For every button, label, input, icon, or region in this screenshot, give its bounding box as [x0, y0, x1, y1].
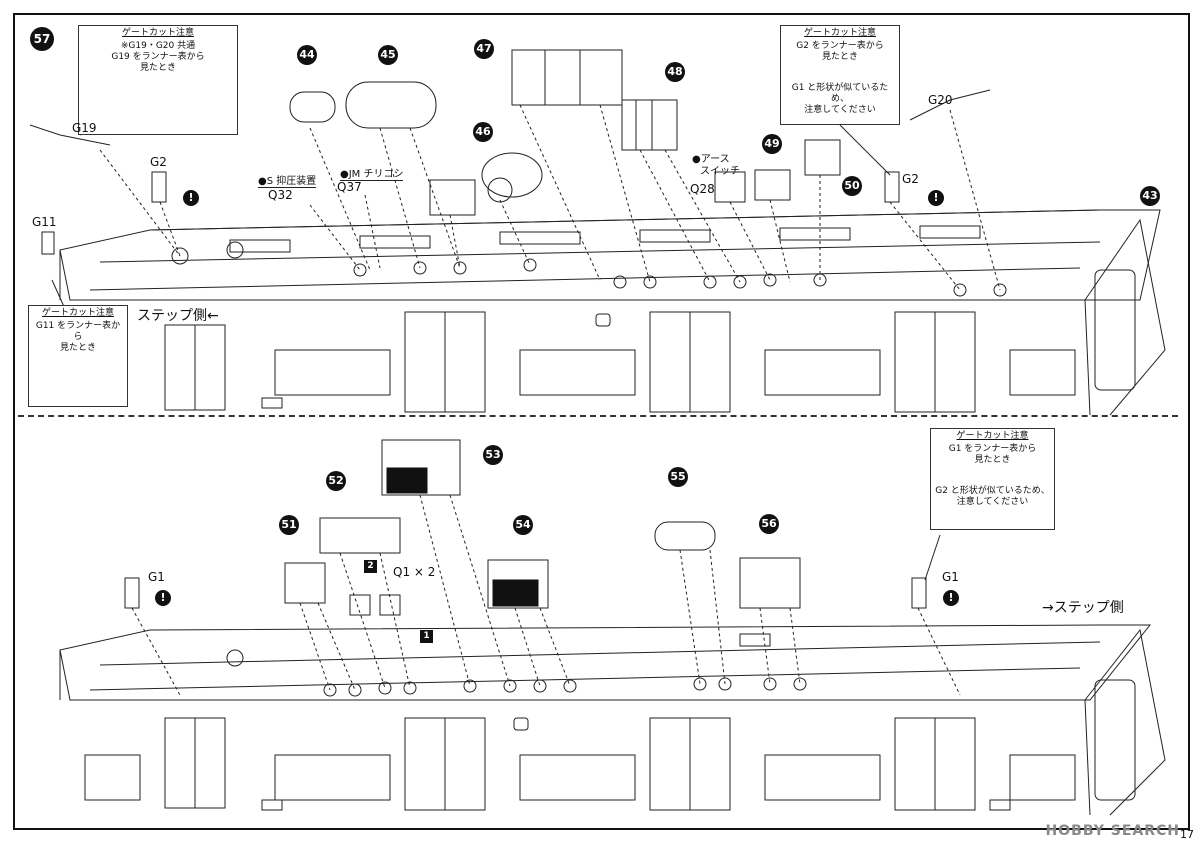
- gate-cut-callout-g2: ゲートカット注意 G2 をランナー表から 見たとき G1 と形状が似ているため、…: [780, 25, 900, 125]
- gate-cut-callout-g19: ゲートカット注意 ※G19・G20 共通 G19 をランナー表から 見たとき: [78, 25, 238, 135]
- part-number-56: 56: [759, 514, 779, 534]
- caution-icon: !: [943, 590, 959, 606]
- callout-title: ゲートカット注意: [956, 431, 1029, 441]
- callout-line: 注意してください: [956, 497, 1029, 507]
- step-number-badge: 57: [30, 27, 54, 51]
- label-g1-right: G1: [942, 570, 959, 584]
- callout-line: G2 をランナー表から: [796, 41, 884, 51]
- gate-cut-callout-g1: ゲートカット注意 G1 をランナー表から 見たとき G2 と形状が似ているため、…: [930, 428, 1055, 530]
- label-g2-left: G2: [150, 155, 167, 169]
- callout-title: ゲートカット注意: [41, 308, 114, 318]
- roof-fittings: [171, 225, 1007, 297]
- section-divider: [18, 415, 1178, 417]
- top-guide-lines: [99, 104, 1001, 291]
- label-q28: Q28: [690, 182, 715, 196]
- step-marker-1: 1: [420, 630, 433, 643]
- part-number-51: 51: [279, 515, 299, 535]
- bottom-guide-lines: [131, 494, 961, 696]
- caution-icon: !: [183, 190, 199, 206]
- callout-line: G1 をランナー表から: [948, 444, 1037, 454]
- label-g2-right: G2: [902, 172, 919, 186]
- part-number-49: 49: [762, 134, 782, 154]
- callout-line: 注意してください: [804, 105, 876, 115]
- bottom-side-windows: [84, 679, 1136, 811]
- part-number-46: 46: [473, 122, 493, 142]
- label-q1: Q1 × 2: [393, 565, 436, 579]
- label-g20: G20: [928, 93, 953, 107]
- part-number-55: 55: [668, 467, 688, 487]
- step-side-label-top: ステップ側←: [137, 308, 219, 324]
- top-components: [29, 49, 991, 255]
- top-car-body: [59, 209, 1166, 416]
- callout-line: ※G19・G20 共通: [120, 41, 196, 51]
- part-number-45: 45: [378, 45, 398, 65]
- step-marker-2: 2: [364, 560, 377, 573]
- part-number-54: 54: [513, 515, 533, 535]
- label-g1-left: G1: [148, 570, 165, 584]
- bottom-car-body: [59, 624, 1166, 816]
- page-number: 17: [1180, 828, 1194, 841]
- part-number-47: 47: [474, 39, 494, 59]
- part-number-44: 44: [297, 45, 317, 65]
- callout-line: 見たとき: [59, 343, 96, 353]
- caution-icon: !: [155, 590, 171, 606]
- label-g19: G19: [72, 121, 97, 135]
- sublabel-jm: ●JM チリコシ: [340, 165, 404, 181]
- bottom-roof-fittings: [226, 633, 807, 697]
- caution-icon: !: [928, 190, 944, 206]
- callout-title: ゲートカット注意: [121, 28, 194, 38]
- callout-title: ゲートカット注意: [803, 28, 876, 38]
- sublabel-switch: スイッチ: [700, 166, 740, 177]
- part-number-52: 52: [326, 471, 346, 491]
- callout-line: 見たとき: [139, 63, 176, 73]
- callout-line: G2 と形状が似ているため、: [935, 486, 1050, 496]
- callout-line: G11 をランナー表から: [35, 321, 121, 342]
- top-side-windows: [164, 269, 1136, 413]
- callout-line: G19 をランナー表から: [111, 52, 205, 62]
- label-g11: G11: [32, 215, 57, 229]
- sublabel-s-press: ●S 抑圧装置: [258, 172, 317, 188]
- hobby-search-watermark: HOBBY SEARCH: [1045, 823, 1180, 839]
- sublabel-earth: ●アース: [692, 154, 730, 165]
- callout-line: 見たとき: [821, 52, 858, 62]
- bottom-components: [124, 439, 927, 616]
- part-number-43: 43: [1140, 186, 1160, 206]
- part-number-48: 48: [665, 62, 685, 82]
- label-q32: Q32: [268, 188, 293, 202]
- callout-line: G1 と形状が似ているため、: [791, 83, 889, 104]
- part-number-53: 53: [483, 445, 503, 465]
- step-side-label-bottom: →ステップ側: [1042, 600, 1124, 616]
- gate-cut-callout-g11: ゲートカット注意 G11 をランナー表から 見たとき: [28, 305, 128, 407]
- label-q37: Q37: [337, 180, 362, 194]
- part-number-50: 50: [842, 176, 862, 196]
- callout-line: 見たとき: [974, 455, 1011, 465]
